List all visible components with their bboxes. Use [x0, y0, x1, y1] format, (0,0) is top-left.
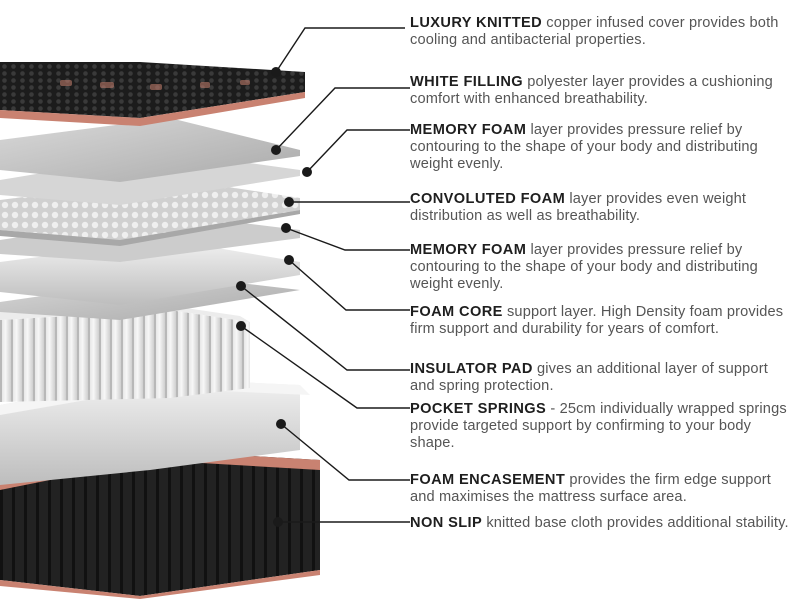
leader-line-white-filling [275, 87, 410, 151]
label-title: POCKET SPRINGS [410, 401, 547, 417]
leader-dot-white-filling [271, 145, 281, 155]
leader-line-insulator-pad [240, 285, 410, 371]
label-text: provides the firm edge support and maxim… [410, 472, 772, 505]
leader-dot-pocket-springs [236, 321, 246, 331]
leader-dot-non-slip [273, 517, 283, 527]
leader-line-pocket-springs [240, 325, 410, 409]
leader-line-foam-core [288, 259, 410, 311]
white-filling [0, 118, 300, 182]
label-title: FOAM ENCASEMENT [410, 472, 566, 488]
label-memory-foam-lower: MEMORY FOAM layer provides pressure reli… [410, 242, 795, 293]
leader-dots [236, 67, 312, 527]
label-title: NON SLIP [410, 515, 483, 531]
label-luxury-knitted: LUXURY KNITTED copper infused cover prov… [410, 15, 795, 49]
leader-dot-convoluted-foam [284, 197, 294, 207]
knitted-cover [0, 62, 305, 126]
label-text: knitted base cloth provides additional s… [482, 515, 789, 531]
label-title: CONVOLUTED FOAM [410, 191, 566, 207]
label-text: layer provides pressure relief by contou… [410, 242, 758, 292]
leader-dot-foam-encasement [276, 419, 286, 429]
leader-line-memory-foam-lower [285, 227, 410, 251]
label-title: LUXURY KNITTED [410, 15, 543, 31]
label-text: polyester layer provides a cushioning co… [410, 74, 773, 107]
leader-line-memory-foam-upper [306, 129, 410, 173]
label-foam-encasement: FOAM ENCASEMENT provides the firm edge s… [410, 472, 795, 506]
label-title: MEMORY FOAM [410, 242, 527, 258]
label-text: layer provides even weight distribution … [410, 191, 747, 224]
leader-line-foam-encasement [280, 423, 410, 481]
label-text: gives an additional layer of support and… [410, 361, 768, 394]
label-title: FOAM CORE [410, 304, 503, 320]
label-text: copper infused cover provides both cooli… [410, 15, 779, 48]
leader-lines [240, 27, 410, 523]
leader-dot-foam-core [284, 255, 294, 265]
label-text: - 25cm individually wrapped springs prov… [410, 401, 787, 451]
label-memory-foam-upper: MEMORY FOAM layer provides pressure reli… [410, 122, 795, 173]
label-foam-core: FOAM CORE support layer. High Density fo… [410, 304, 795, 338]
leader-dot-luxury-knitted [271, 67, 281, 77]
label-pocket-springs: POCKET SPRINGS - 25cm individually wrapp… [410, 401, 795, 452]
label-title: INSULATOR PAD [410, 361, 533, 377]
leader-dot-memory-foam-lower [281, 223, 291, 233]
label-text: layer provides pressure relief by contou… [410, 122, 758, 172]
base-block [0, 378, 320, 599]
label-title: MEMORY FOAM [410, 122, 527, 138]
label-white-filling: WHITE FILLING polyester layer provides a… [410, 74, 795, 108]
label-title: WHITE FILLING [410, 74, 524, 90]
label-convoluted-foam: CONVOLUTED FOAM layer provides even weig… [410, 191, 795, 225]
label-text: support layer. High Density foam provide… [410, 304, 784, 337]
label-non-slip: NON SLIP knitted base cloth provides add… [410, 515, 795, 532]
leader-line-luxury-knitted [275, 27, 405, 73]
label-insulator-pad: INSULATOR PAD gives an additional layer … [410, 361, 795, 395]
pocket-springs-block [0, 305, 250, 402]
leader-dot-memory-foam-upper [302, 167, 312, 177]
leader-dot-insulator-pad [236, 281, 246, 291]
